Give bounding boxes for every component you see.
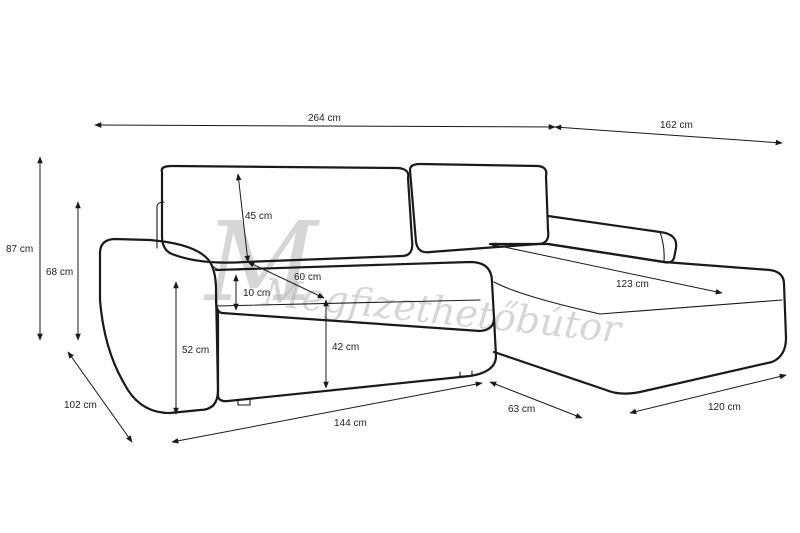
dim-line-60 [247,261,325,299]
label-chaise-width: 162 cm [660,120,693,131]
label-front-width: 144 cm [334,418,367,429]
back-cushion-right [408,162,550,254]
seat-cushion [214,260,496,333]
label-chaise-front: 63 cm [508,404,535,415]
label-total-width: 264 cm [308,113,341,124]
dimension-labels: 264 cm 162 cm 87 cm 68 cm 102 cm 45 cm 6… [6,113,741,429]
dim-line-120 [629,373,787,415]
label-seat-thickness: 10 cm [243,288,270,299]
chaise-seat [488,242,788,395]
dim-line-123 [489,242,723,295]
label-chaise-depth: 120 cm [708,402,741,413]
label-armrest-height: 68 cm [46,267,73,278]
dim-line-144 [171,381,483,444]
chaise-backrest-edge [659,231,665,263]
dimension-lines [37,122,787,444]
dim-line-264 [94,122,556,130]
left-armrest [98,237,220,415]
dim-line-102 [67,351,133,443]
label-arm-front-height: 52 cm [182,345,209,356]
chaise-backrest [546,214,678,264]
label-chaise-length: 123 cm [616,279,649,290]
label-depth: 102 cm [64,400,97,411]
seat-cushion-seam [215,299,481,307]
label-seat-depth: 60 cm [294,272,321,283]
back-cushion-left [160,164,414,264]
label-seat-height: 42 cm [332,342,359,353]
dim-line-63 [489,381,583,419]
dim-line-45 [235,173,251,263]
dim-line-162 [554,124,783,146]
foot-right [459,370,473,377]
label-back-cushion-height: 45 cm [245,211,272,222]
label-total-height: 87 cm [6,244,33,255]
